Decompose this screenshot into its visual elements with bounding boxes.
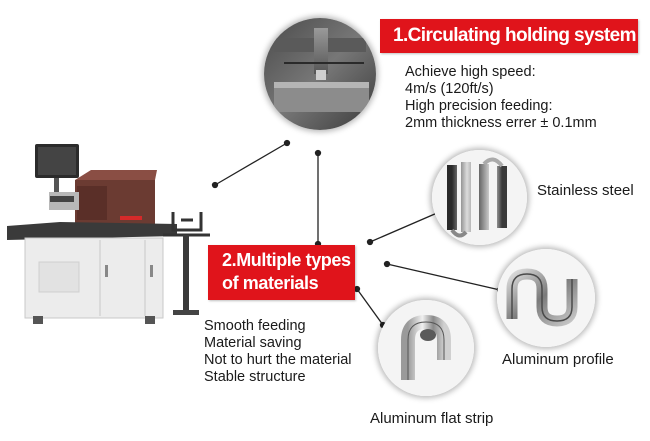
section2-feature: Material saving xyxy=(204,335,302,351)
connector-dot xyxy=(314,149,322,157)
connector-dot xyxy=(383,260,391,268)
section1-spec-speed-label: Achieve high speed: xyxy=(405,64,536,80)
connector-dot xyxy=(283,139,291,147)
aluminum-profile-image xyxy=(497,249,595,347)
aluminum-profile-label: Aluminum profile xyxy=(502,351,614,368)
stainless-steel-label: Stainless steel xyxy=(537,182,634,199)
connector-to-profile xyxy=(386,263,501,291)
section1-title-banner: 1.Circulating holding system xyxy=(380,19,638,53)
section2-feature: Smooth feeding xyxy=(204,318,306,334)
section1-spec-precision-value: 2mm thickness errer ± 0.1mm xyxy=(405,115,597,131)
section1-spec-precision-label: High precision feeding: xyxy=(405,98,553,114)
feed-stand xyxy=(183,235,189,313)
section2-title-banner: 2.Multiple types of materials xyxy=(208,245,355,300)
section2-title-line2: of materials xyxy=(222,273,319,293)
section2-feature: Not to hurt the material xyxy=(204,352,352,368)
section2-title-line1: 2.Multiple types xyxy=(222,250,351,270)
connector-to-stainless xyxy=(369,209,445,243)
aluminum-flat-strip-label: Aluminum flat strip xyxy=(370,410,494,427)
bending-machine-image xyxy=(7,144,210,324)
connector-dot xyxy=(211,181,219,189)
connector-dot xyxy=(366,238,374,246)
section1-title: 1.Circulating holding system xyxy=(393,25,637,46)
holding-system-closeup-image xyxy=(264,18,376,130)
stainless-steel-image xyxy=(432,150,527,245)
connector-machine-to-circle1 xyxy=(214,142,288,186)
machine-table xyxy=(7,222,177,240)
section1-spec-speed-value: 4m/s (120ft/s) xyxy=(405,81,494,97)
aluminum-flat-strip-image xyxy=(378,300,474,396)
connector-to-flat xyxy=(356,288,384,326)
connector-dot xyxy=(353,285,361,293)
section2-feature: Stable structure xyxy=(204,369,306,385)
